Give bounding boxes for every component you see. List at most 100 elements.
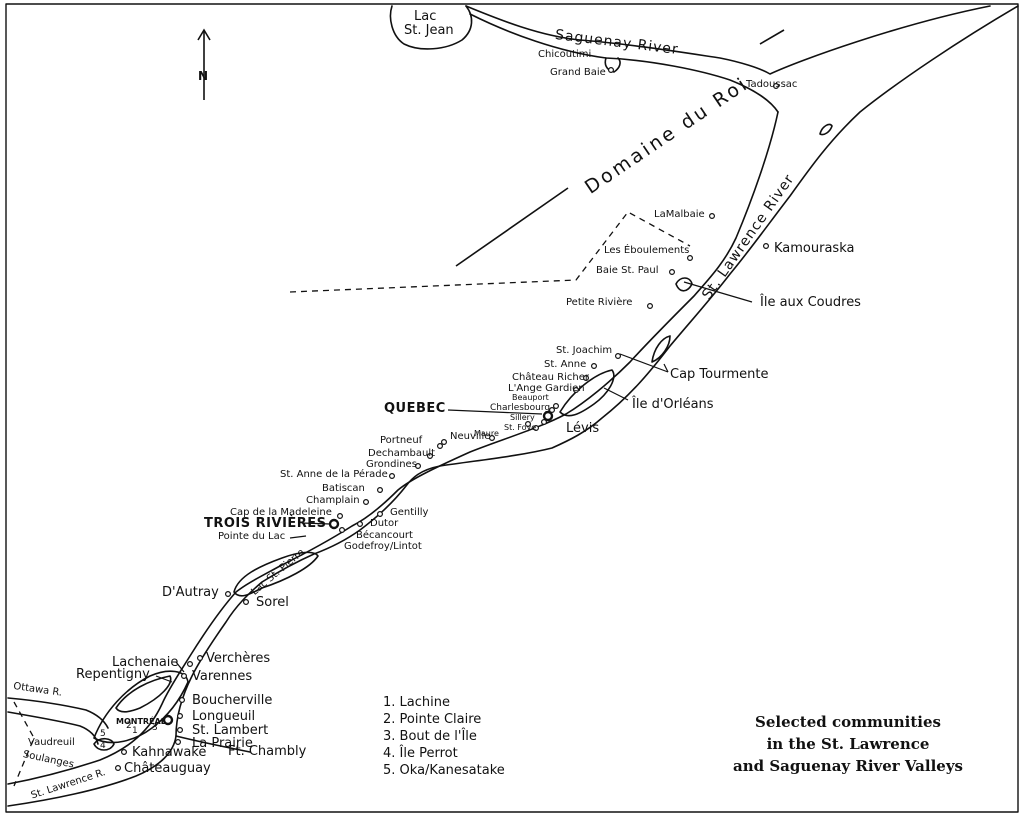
st-lawrence-south-shore bbox=[7, 5, 1019, 807]
marker-1: 1 bbox=[132, 726, 138, 736]
sillery-label: Sillery bbox=[510, 413, 535, 422]
domaine-boundary-dashed bbox=[289, 211, 691, 293]
ottawa-river-south bbox=[7, 711, 99, 745]
maure-label: Maure bbox=[474, 429, 499, 438]
ottawa-river-north bbox=[7, 697, 109, 729]
chicoutimi-label: Chicoutimi bbox=[538, 49, 592, 60]
marker-3: 3 bbox=[152, 723, 158, 733]
dot-dechambault bbox=[427, 453, 434, 460]
eboulements-label: Les Éboulements bbox=[604, 245, 690, 256]
ile-orleans-label: Île d'Orléans bbox=[632, 397, 714, 412]
dot-sillery bbox=[524, 421, 531, 428]
boucherville-label: Boucherville bbox=[192, 693, 273, 708]
dot-la-prairie bbox=[175, 738, 182, 745]
dot-portneuf bbox=[437, 443, 444, 450]
small-island-east bbox=[819, 123, 833, 136]
domaine-stroke-upper bbox=[759, 29, 785, 45]
richelieu-river bbox=[175, 735, 251, 753]
pointe-du-lac-label: Pointe du Lac bbox=[218, 531, 286, 542]
west-boundary-dashed bbox=[13, 701, 35, 787]
saguenay-north-bank bbox=[465, 5, 991, 75]
dutor-label: Dutor bbox=[370, 518, 399, 529]
dot-longueuil bbox=[177, 712, 184, 719]
marker-5: 5 bbox=[100, 729, 106, 739]
chateauguay-label: Châteauguay bbox=[124, 761, 211, 776]
dot-kahnawake bbox=[120, 748, 127, 755]
dautray-label: D'Autray bbox=[162, 585, 219, 600]
dechambault-label: Dechambault bbox=[368, 448, 436, 459]
repentigny-label: Repentigny bbox=[76, 667, 150, 682]
dot-lamalbaie bbox=[708, 213, 715, 220]
dot-champlain bbox=[363, 499, 370, 506]
caption-line: in the St. Lawrence bbox=[766, 735, 930, 753]
map-caption: Selected communities in the St. Lawrence… bbox=[728, 711, 968, 777]
pointe-du-lac-pointer bbox=[289, 535, 307, 539]
north-label: N bbox=[198, 69, 209, 83]
dot-chateau-richer bbox=[582, 375, 589, 382]
ft-chambly-label: Ft. Chambly bbox=[228, 744, 307, 759]
dot-dautray bbox=[225, 590, 232, 597]
grondines-label: Grondines bbox=[366, 459, 417, 470]
north-arrow-head bbox=[197, 28, 211, 41]
legend: 1. Lachine 2. Pointe Claire 3. Bout de l… bbox=[383, 694, 505, 779]
st-joachim-label: St. Joachim bbox=[556, 345, 613, 356]
marker-trois-rivieres bbox=[328, 518, 340, 530]
legend-item: 1. Lachine bbox=[383, 695, 450, 710]
st-anne-label: St. Anne bbox=[544, 359, 587, 370]
montreal-island bbox=[93, 670, 189, 744]
lamalbaie-label: LaMalbaie bbox=[654, 209, 705, 220]
dot-grand-baie bbox=[607, 66, 614, 73]
dot-vercheres bbox=[197, 654, 204, 661]
lachenaie-pointer bbox=[175, 661, 185, 673]
ange-gardien-label: L'Ange Gardien bbox=[508, 383, 585, 394]
baie-st-paul-label: Baie St. Paul bbox=[596, 265, 659, 276]
becancourt-label: Bécancourt bbox=[356, 530, 413, 541]
dot-chateauguay bbox=[114, 764, 121, 771]
godefroy-label: Godefroy/Lintot bbox=[344, 541, 422, 552]
caption-line: Selected communities bbox=[755, 713, 941, 731]
trois-rivieres-pointer bbox=[301, 522, 331, 525]
repentigny-pointer bbox=[155, 675, 173, 683]
tadoussac-label: Tadoussac bbox=[746, 79, 798, 90]
marker-2: 2 bbox=[126, 721, 132, 731]
grand-baie-inlet bbox=[604, 57, 621, 73]
lac-st-jean-label-line1: Lac bbox=[414, 9, 437, 24]
kamouraska-label: Kamouraska bbox=[774, 241, 855, 256]
ile-perrot bbox=[93, 737, 115, 751]
quebec-label: QUEBEC bbox=[384, 401, 446, 416]
vercheres-label: Verchères bbox=[206, 651, 271, 666]
dot-levis bbox=[540, 419, 547, 426]
varennes-label: Varennes bbox=[192, 669, 253, 684]
cap-tourmente-pointer-2 bbox=[663, 363, 669, 373]
vaudreuil-label: Vaudreuil bbox=[28, 737, 75, 748]
saguenay-south-bank bbox=[469, 13, 779, 113]
dot-beauport bbox=[552, 403, 559, 410]
cap-tourmente-label: Cap Tourmente bbox=[670, 367, 769, 382]
st-anne-perade-label: St. Anne de la Pérade bbox=[280, 469, 388, 480]
dot-baie-st-paul bbox=[668, 269, 675, 276]
dot-boucherville bbox=[179, 696, 186, 703]
dot-st-anne bbox=[590, 363, 597, 370]
caption-line: and Saguenay River Valleys bbox=[732, 757, 964, 775]
ile-jesus bbox=[115, 675, 172, 713]
marker-quebec bbox=[542, 410, 554, 422]
kahnawake-label: Kahnawake bbox=[132, 745, 207, 760]
map-frame bbox=[5, 3, 1019, 813]
trois-rivieres-label: TROIS RIVIÈRES bbox=[204, 516, 327, 531]
dot-cap-madeleine bbox=[337, 512, 344, 519]
st-lawrence-north-shore bbox=[7, 111, 779, 785]
dot-varennes bbox=[181, 672, 188, 679]
dot-dutor bbox=[357, 520, 364, 527]
dot-st-anne-perade bbox=[389, 473, 396, 480]
ile-aux-coudres-label: Île aux Coudres bbox=[760, 295, 861, 310]
domaine-stroke-lower bbox=[455, 187, 569, 267]
cap-tourmente-pointer-1 bbox=[619, 353, 669, 373]
dot-kamouraska bbox=[762, 243, 769, 250]
ile-aux-coudres-pointer bbox=[683, 281, 753, 303]
legend-item: 2. Pointe Claire bbox=[383, 712, 482, 727]
montreal-label: MONTRÉAL bbox=[116, 717, 166, 726]
lac-st-jean-label-line2: St. Jean bbox=[404, 23, 454, 38]
dot-batiscan bbox=[377, 487, 384, 494]
legend-item: 3. Bout de l'Île bbox=[383, 729, 477, 744]
sorel-label: Sorel bbox=[256, 595, 289, 610]
